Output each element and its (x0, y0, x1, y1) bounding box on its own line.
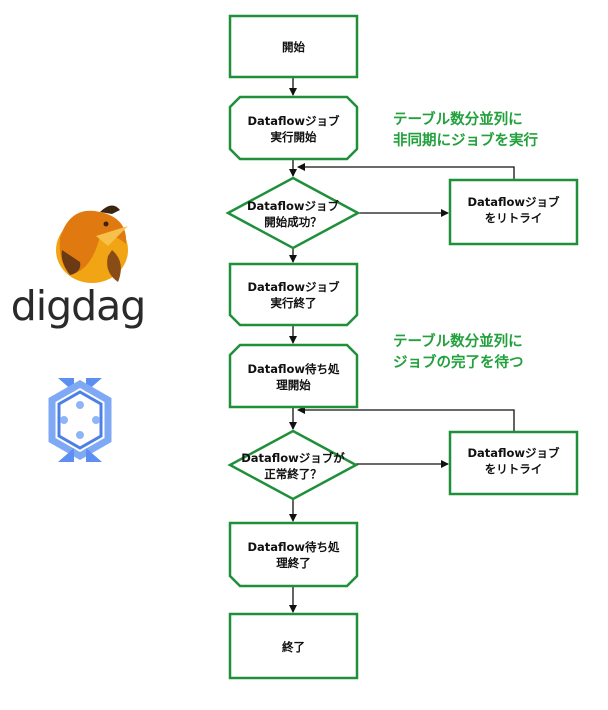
node-check2-line2: 正常終了？ (264, 467, 322, 481)
digdag-wordmark: digdag (11, 282, 146, 330)
node-retry2-line2: をリトライ (485, 462, 543, 476)
arrow-retry1-loop-back (297, 163, 515, 180)
connectors (289, 77, 515, 613)
node-start-label: 開始 (282, 40, 305, 54)
note-wait-completion: テーブル数分並列に ジョブの完了を待つ (393, 332, 524, 371)
node-run-end-line1: Dataflowジョブ (247, 280, 340, 294)
flow-node-retry-1: Dataflowジョブ をリトライ (448, 178, 579, 246)
node-check2-line1: Dataflowジョブが (241, 451, 345, 465)
node-retry1-line1: Dataflowジョブ (467, 195, 560, 209)
flow-node-start: 開始 (228, 14, 359, 79)
note-async-line1: テーブル数分並列に (393, 110, 523, 128)
flow-node-retry-2: Dataflowジョブ をリトライ (448, 430, 579, 496)
note-wait-line1: テーブル数分並列に (393, 332, 523, 350)
google-cloud-dataflow-icon (48, 378, 112, 462)
flow-node-run-end: Dataflowジョブ 実行終了 (228, 262, 359, 327)
node-end-label: 終了 (282, 640, 305, 654)
note-wait-line2: ジョブの完了を待つ (393, 353, 524, 371)
node-wait-start-line1: Dataflow待ち処 (247, 362, 340, 376)
note-async-execution: テーブル数分並列に 非同期にジョブを実行 (393, 110, 538, 149)
note-async-line2: 非同期にジョブを実行 (393, 131, 538, 149)
arrow-retry2-loop-back (297, 406, 515, 431)
flow-node-finish-success-check: Dataflowジョブが 正常終了？ (227, 429, 359, 501)
flow-node-end: 終了 (228, 612, 359, 680)
digdag-mascot-icon (56, 205, 128, 283)
node-check1-line2: 開始成功？ (264, 215, 322, 229)
flow-node-wait-start: Dataflow待ち処 理開始 (228, 343, 359, 409)
flow-node-run-start: Dataflowジョブ 実行開始 (228, 95, 359, 161)
node-run-start-line2: 実行開始 (271, 130, 317, 144)
node-wait-end-line2: 理終了 (276, 556, 311, 570)
node-check1-line1: Dataflowジョブ (247, 199, 340, 213)
node-retry1-line2: をリトライ (485, 211, 543, 225)
node-retry2-line1: Dataflowジョブ (467, 446, 560, 460)
flow-node-start-success-check: Dataflowジョブ 開始成功？ (225, 176, 361, 250)
node-wait-start-line2: 理開始 (276, 378, 311, 392)
node-wait-end-line1: Dataflow待ち処 (247, 540, 340, 554)
node-run-start-line1: Dataflowジョブ (247, 114, 340, 128)
flow-node-wait-end: Dataflow待ち処 理終了 (228, 521, 359, 588)
node-run-end-line2: 実行終了 (271, 296, 317, 310)
